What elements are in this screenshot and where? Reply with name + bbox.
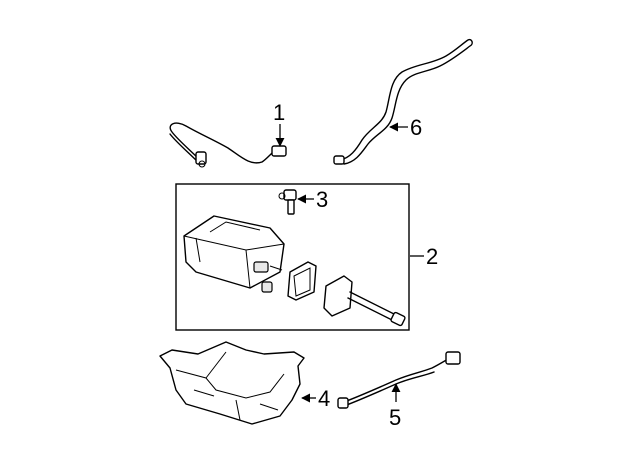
callout-5: 5 [389,405,401,430]
mounting-bracket[interactable] [323,275,406,327]
callout-1: 1 [273,100,285,125]
part-4-canister-tray[interactable] [159,341,305,425]
callout-2: 2 [426,244,438,269]
callout-4: 4 [318,386,330,411]
filter-pad[interactable] [287,261,317,301]
assembly-box [175,183,410,331]
part-1-oxygen-sensor[interactable] [169,122,287,168]
part-3-purge-valve[interactable] [278,189,297,215]
part-5-oxygen-sensor[interactable] [337,351,461,409]
part-6-vapor-hose[interactable] [333,38,473,165]
part-2-charcoal-canister[interactable] [183,215,285,293]
callout-3: 3 [316,187,328,212]
callout-6: 6 [410,115,422,140]
